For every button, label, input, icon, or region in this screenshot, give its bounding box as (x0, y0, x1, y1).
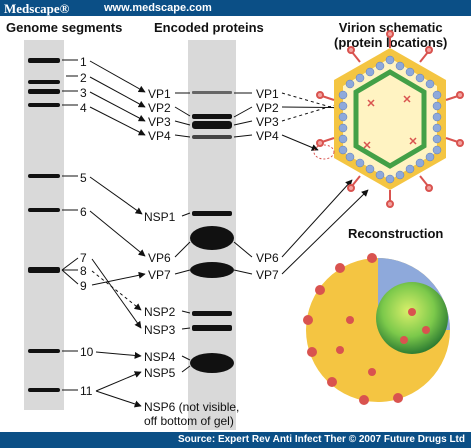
segment-label-11: 11 (80, 384, 93, 398)
reconstruction-core (376, 282, 448, 354)
protein-label-right-vp1: VP1 (256, 87, 279, 101)
protein-label-right-vp4: VP4 (256, 129, 279, 143)
protein-bands (190, 91, 234, 373)
reconstruction-spikes (303, 253, 430, 405)
gel-leader-lines (174, 92, 253, 373)
segment-label-9: 9 (80, 279, 87, 293)
protein-label-nsp1: NSP1 (144, 210, 176, 224)
vp4-spikes (316, 30, 464, 208)
segment-label-1: 1 (80, 55, 87, 69)
vp4-highlight-circle (313, 144, 335, 160)
segment-label-4: 4 (80, 101, 87, 115)
genome-bands (28, 58, 60, 392)
protein-band-nsp3 (192, 325, 232, 331)
protein-label-right-vp3: VP3 (256, 115, 279, 129)
protein-label-vp6: VP6 (148, 251, 171, 265)
protein-label-vp1: VP1 (148, 87, 171, 101)
protein-label-nsp3: NSP3 (144, 323, 176, 337)
protein-label-nsp6-note: off bottom of gel) (144, 414, 234, 428)
reconstruction-title: Reconstruction (348, 226, 444, 241)
encoded-proteins-title: Encoded proteins (154, 20, 264, 35)
genome-band-6 (28, 208, 60, 212)
protein-label-nsp5: NSP5 (144, 366, 176, 380)
protein-band-vp7 (190, 262, 234, 278)
genome-band-11 (28, 388, 60, 392)
genome-band-2 (28, 80, 60, 84)
protein-label-right-vp6: VP6 (256, 251, 279, 265)
genome-band-5 (28, 174, 60, 178)
segment-ticks (61, 59, 79, 391)
segment-label-10: 10 (80, 345, 94, 359)
segment-label-7: 7 (80, 251, 87, 265)
segment-arrows (89, 60, 146, 408)
protein-label-vp2: VP2 (148, 101, 171, 115)
protein-band-vp2 (192, 114, 232, 119)
protein-band-nsp1 (192, 211, 232, 216)
medscape-logo[interactable]: Medscape® (4, 1, 70, 16)
segment-label-8: 8 (80, 264, 87, 278)
genome-band-1 (28, 58, 60, 63)
vp1-vp3-complexes (363, 95, 417, 149)
top-bar: Medscape® www.medscape.com (0, 0, 471, 16)
protein-band-nsp5 (190, 353, 234, 373)
segment-label-3: 3 (80, 86, 87, 100)
protein-band-vp3 (192, 121, 232, 129)
segment-label-2: 2 (80, 71, 87, 85)
genome-segments-title: Genome segments (6, 20, 123, 35)
protein-band-vp4 (192, 135, 232, 139)
genome-band-7-9 (28, 267, 60, 273)
protein-label-vp4: VP4 (148, 129, 171, 143)
genome-band-10 (28, 349, 60, 353)
segment-label-6: 6 (80, 205, 87, 219)
protein-label-right-vp2: VP2 (256, 101, 279, 115)
protein-band-vp6 (190, 226, 234, 250)
protein-band-nsp2 (192, 311, 232, 316)
virion-schematic-title: Virion schematic (protein locations) (334, 20, 448, 50)
source-credit: Source: Expert Rev Anti Infect Ther © 20… (177, 434, 465, 445)
virion-schematic (313, 30, 464, 208)
genome-gel-lane (24, 40, 64, 410)
protein-label-vp7: VP7 (148, 268, 171, 282)
protein-label-nsp4: NSP4 (144, 350, 176, 364)
protein-label-right-vp7: VP7 (256, 268, 279, 282)
protein-label-vp3: VP3 (148, 115, 171, 129)
genome-band-3 (28, 89, 60, 94)
capsid-inner-layer (353, 69, 427, 169)
site-url[interactable]: www.medscape.com (104, 2, 212, 14)
protein-band-vp1 (192, 91, 232, 94)
genome-band-4 (28, 103, 60, 107)
segment-label-5: 5 (80, 171, 87, 185)
vp6-layer-beads (338, 55, 442, 184)
protein-label-nsp2: NSP2 (144, 305, 176, 319)
reconstruction-image (303, 253, 450, 405)
bottom-bar: Source: Expert Rev Anti Infect Ther © 20… (0, 432, 471, 448)
protein-label-nsp6: NSP6 (not visible, (144, 400, 240, 414)
